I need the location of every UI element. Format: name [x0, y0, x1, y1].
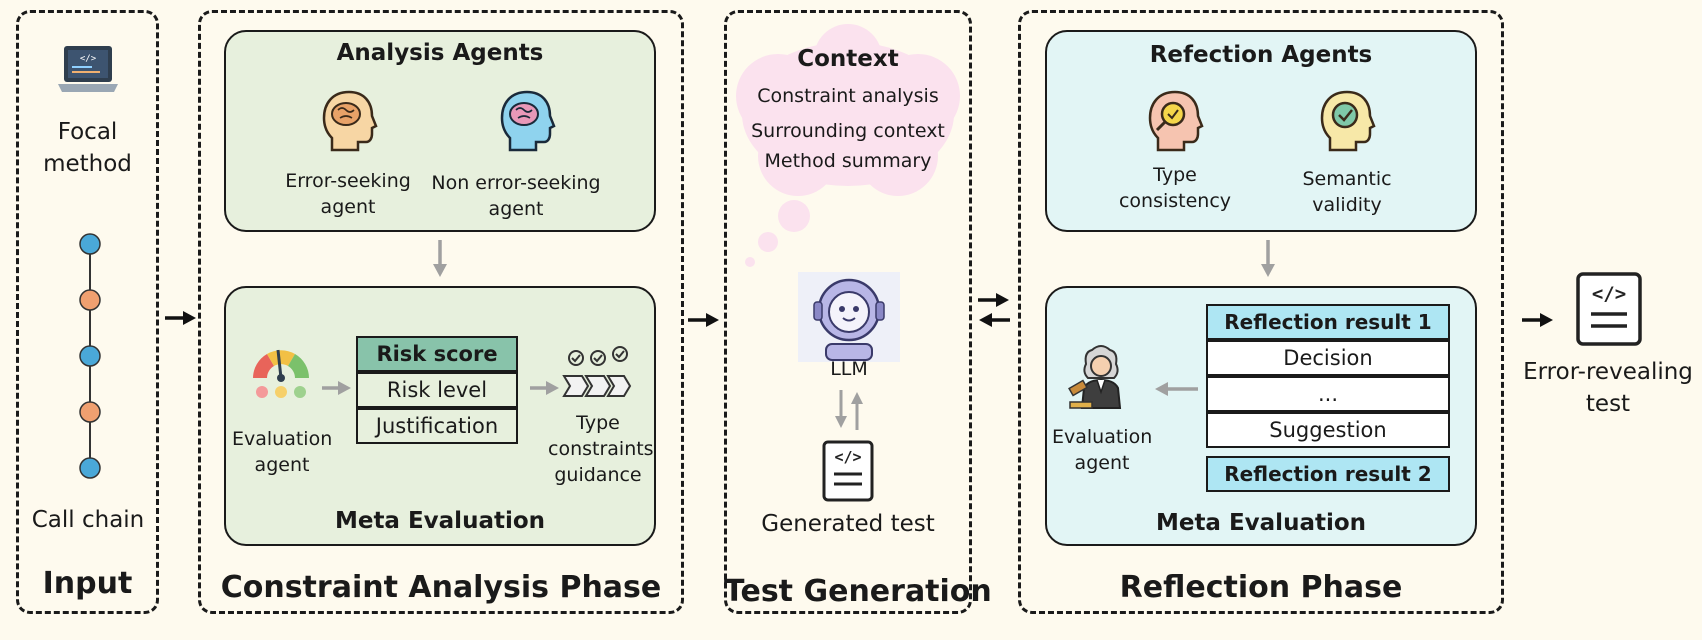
laptop-icon: </> [58, 46, 118, 92]
type-consistency-label: Type consistency [1118, 164, 1232, 212]
robot-icon [798, 272, 900, 362]
evaluation-agent-label: Evaluation agent [232, 428, 333, 476]
reflection-phase-title: Reflection Phase [1119, 570, 1403, 605]
reflection-phase-panel [1018, 10, 1504, 614]
justification-field: Justification [356, 408, 518, 444]
brain-head-icon [322, 90, 378, 152]
code-document-icon: </> [822, 440, 874, 502]
error-revealing-test-label: Error-revealing test [1523, 359, 1693, 417]
llm-label: LLM [830, 358, 868, 380]
reflection-result-1-header: Reflection result 1 [1206, 304, 1450, 340]
meta-evaluation-title: Meta Evaluation [334, 508, 546, 534]
checklist-steps-icon [562, 346, 632, 397]
focal-method-label: Focal method [43, 119, 132, 177]
reflection-meta-evaluation-title: Meta Evaluation [1155, 510, 1367, 536]
arrow-down-icon [1261, 240, 1275, 277]
context-title: Context [797, 46, 899, 72]
risk-level-field: Risk level [356, 372, 518, 408]
call-chain-icon [79, 233, 101, 479]
input-title: Input [42, 566, 133, 601]
gauge-icon [253, 349, 309, 398]
constraint-analysis-panel [198, 10, 684, 614]
reflection-agents-title: Refection Agents [1149, 42, 1373, 68]
code-document-icon: </> [1576, 272, 1642, 346]
input-panel [16, 10, 159, 614]
meta-evaluation-card [224, 286, 656, 546]
evaluation-agent-label: Evaluation agent [1052, 426, 1153, 474]
arrow-down-icon [433, 240, 447, 277]
arrow-right-icon [165, 311, 196, 325]
non-error-seeking-agent-label: Non error-seeking agent [431, 172, 601, 220]
decision-field: Decision [1206, 340, 1450, 376]
call-chain-label: Call chain [31, 507, 145, 533]
type-constraints-guidance-label: Type constraints guidance [548, 412, 654, 486]
arrow-right-icon [322, 381, 351, 395]
context-item: Method summary [764, 150, 932, 172]
arrow-right-icon [688, 313, 719, 327]
analysis-agents-title: Analysis Agents [336, 40, 544, 66]
bidirectional-arrow-icon [978, 293, 1010, 327]
test-generation-panel [724, 10, 972, 614]
reflection-result-2-header: Reflection result 2 [1206, 456, 1450, 492]
arrow-right-icon [530, 381, 559, 395]
error-seeking-agent-label: Error-seeking agent [285, 170, 411, 218]
head-search-icon [1148, 90, 1204, 152]
svg-text:</>: </> [1592, 283, 1626, 305]
head-check-icon [1320, 90, 1376, 152]
svg-text:</>: </> [80, 54, 97, 64]
context-item: Constraint analysis [757, 85, 939, 107]
context-item: Surrounding context [751, 120, 945, 142]
thought-cloud-icon [736, 24, 960, 267]
test-generation-title: Test Generation [724, 574, 992, 609]
suggestion-field: Suggestion [1206, 412, 1450, 448]
constraint-analysis-title: Constraint Analysis Phase [220, 570, 662, 605]
arrow-left-icon [1155, 382, 1198, 396]
semantic-validity-label: Semantic validity [1302, 168, 1392, 216]
brain-head-icon [500, 90, 556, 152]
svg-text:</>: </> [834, 448, 861, 466]
ellipsis-field: ... [1206, 376, 1450, 412]
risk-score-header: Risk score [356, 336, 518, 372]
judge-icon [1068, 345, 1122, 409]
arrow-right-icon [1522, 313, 1553, 327]
generated-test-label: Generated test [761, 511, 935, 537]
reflection-agents-card [1045, 30, 1477, 232]
bidirectional-arrow-icon [835, 390, 863, 430]
analysis-agents-card [224, 30, 656, 232]
